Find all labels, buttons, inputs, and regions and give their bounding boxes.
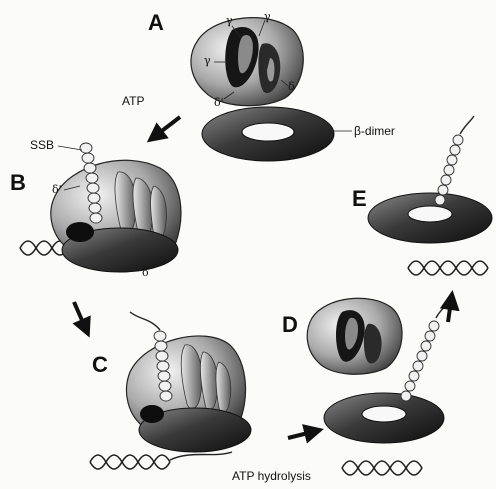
gamma-label-2: γ — [264, 10, 271, 23]
delta-prime-label-a: δ' — [214, 96, 224, 109]
loader-clamp-complex-b — [20, 143, 181, 272]
arrow-d-to-e — [448, 294, 452, 322]
panel-a-label: A — [148, 10, 164, 36]
released-loader-d — [307, 298, 402, 374]
ssb-label: SSB — [30, 138, 54, 152]
beta-clamp-ring-a — [202, 107, 352, 161]
arrow-b-to-c — [74, 302, 88, 334]
loader-clamp-complex-c — [90, 312, 251, 469]
panel-c-label: C — [92, 352, 108, 378]
delta-prime-label-b: δ' — [52, 183, 62, 196]
atp-label: ATP — [122, 94, 144, 108]
panel-e-label: E — [352, 186, 367, 212]
delta-label-a: δ — [288, 80, 295, 93]
panel-b-label: B — [10, 170, 26, 196]
beta-dimer-label: β-dimer — [354, 124, 395, 138]
gamma-label-3: γ — [204, 54, 211, 67]
atp-hydrolysis-label: ATP hydrolysis — [232, 469, 311, 483]
arrow-c-to-d — [288, 430, 320, 438]
panel-d-label: D — [282, 312, 298, 338]
gamma-label-1: γ — [226, 14, 233, 27]
delta-label-b: δ — [142, 266, 149, 279]
arrow-a-to-b — [150, 117, 180, 140]
clamp-on-dna-e — [368, 116, 492, 275]
